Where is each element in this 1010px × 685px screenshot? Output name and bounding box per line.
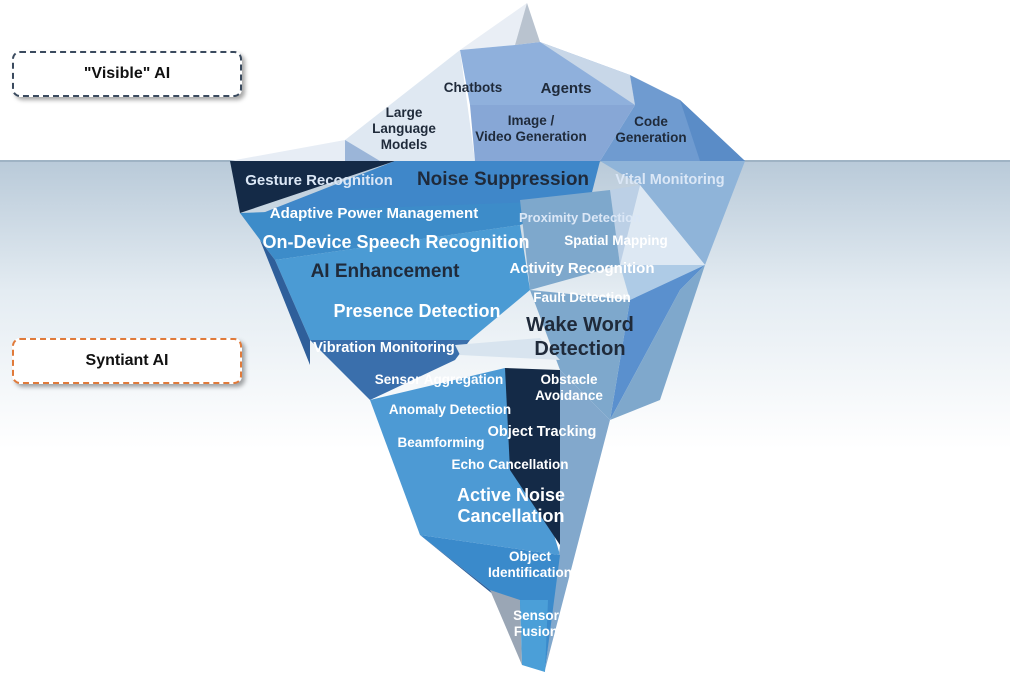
label-sensor-fusion: Sensor Fusion bbox=[513, 608, 559, 639]
iceberg-tip bbox=[230, 3, 745, 161]
label-sensor-aggregation: Sensor Aggregation bbox=[374, 372, 504, 387]
iceberg-body bbox=[230, 161, 745, 672]
syntiant-ai-callout: Syntiant AI bbox=[12, 338, 242, 384]
label-image-video-generation: Image / Video Generation bbox=[475, 113, 587, 144]
label-object-tracking: Object Tracking bbox=[487, 424, 597, 440]
label-vibration-monitoring: Vibration Monitoring bbox=[313, 340, 455, 356]
label-agents: Agents bbox=[540, 80, 592, 97]
label-large-language-models: Large Language Models bbox=[372, 105, 436, 152]
label-proximity-detection: Proximity Detection bbox=[518, 210, 642, 225]
label-beamforming: Beamforming bbox=[397, 435, 485, 450]
label-adaptive-power-management: Adaptive Power Management bbox=[269, 205, 479, 222]
visible-ai-callout: "Visible" AI bbox=[12, 51, 242, 97]
label-activity-recognition: Activity Recognition bbox=[509, 260, 655, 277]
label-on-device-speech-recognition: On-Device Speech Recognition bbox=[262, 232, 530, 252]
visible-ai-label: "Visible" AI bbox=[83, 65, 171, 82]
label-wake-word-detection: Wake Word Detection bbox=[526, 314, 634, 360]
label-chatbots: Chatbots bbox=[443, 80, 503, 95]
label-ai-enhancement: AI Enhancement bbox=[310, 261, 460, 282]
label-obstacle-avoidance: Obstacle Avoidance bbox=[535, 372, 603, 403]
label-presence-detection: Presence Detection bbox=[333, 301, 501, 321]
label-spatial-mapping: Spatial Mapping bbox=[564, 233, 668, 248]
label-active-noise-cancellation: Active Noise Cancellation bbox=[456, 485, 566, 527]
label-fault-detection: Fault Detection bbox=[533, 290, 631, 305]
label-echo-cancellation: Echo Cancellation bbox=[451, 457, 569, 472]
label-vital-monitoring: Vital Monitoring bbox=[615, 172, 725, 188]
label-anomaly-detection: Anomaly Detection bbox=[388, 402, 512, 417]
label-noise-suppression: Noise Suppression bbox=[416, 169, 590, 190]
label-gesture-recognition: Gesture Recognition bbox=[245, 172, 393, 189]
label-object-identification: Object Identification bbox=[488, 549, 572, 580]
label-code-generation: Code Generation bbox=[615, 114, 687, 145]
syntiant-ai-label: Syntiant AI bbox=[85, 352, 169, 369]
